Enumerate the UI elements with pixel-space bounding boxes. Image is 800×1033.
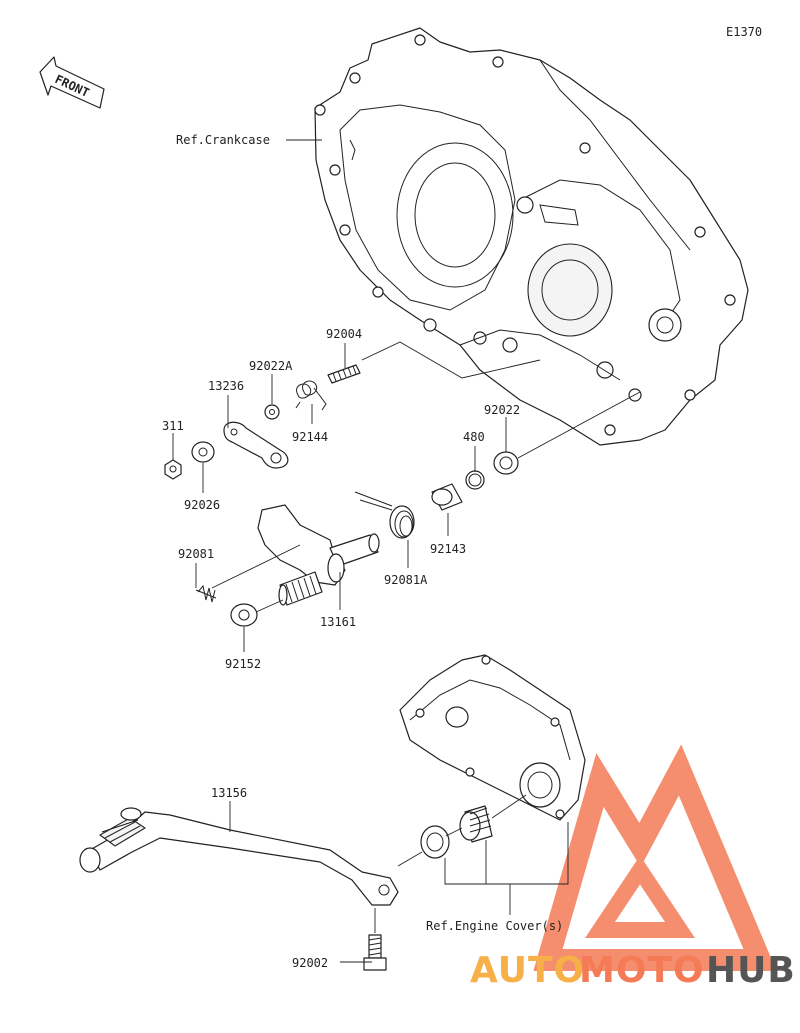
shift-pedal-13156 (79, 807, 399, 906)
lever-13236 (223, 421, 289, 469)
part-label-92081[interactable]: 92081 (178, 547, 214, 561)
bolt-92002 (363, 934, 387, 971)
part-label-92143[interactable]: 92143 (430, 542, 466, 556)
logo-word-auto: AUTO (470, 950, 585, 991)
part-label-13161[interactable]: 13161 (320, 615, 356, 629)
collar-92143 (431, 483, 463, 511)
part-label-92004[interactable]: 92004 (326, 327, 362, 341)
part-label-92144[interactable]: 92144 (292, 430, 328, 444)
part-label-92081A[interactable]: 92081A (384, 573, 428, 587)
circlip-480 (465, 470, 485, 490)
engine-cover-drawing (399, 654, 586, 821)
part-label-92022[interactable]: 92022 (484, 403, 520, 417)
logo-word-moto: MOTO (579, 950, 705, 991)
ref-engine-cover-label: Ref.Engine Cover(s) (426, 919, 563, 933)
part-label-92026[interactable]: 92026 (184, 498, 220, 512)
washer-92022A (264, 404, 280, 420)
washer-92026 (191, 441, 215, 463)
part-label-480[interactable]: 480 (463, 430, 485, 444)
automotohub-logo (533, 744, 777, 971)
oil-seal (420, 825, 450, 859)
part-label-92002[interactable]: 92002 (292, 956, 328, 970)
washer-92022 (493, 451, 519, 475)
spring-92081 (195, 584, 217, 603)
nut-311 (164, 459, 182, 480)
diagram-code: E1370 (726, 25, 762, 39)
leader-lines (172, 139, 641, 963)
part-label-92022A[interactable]: 92022A (249, 359, 293, 373)
shift-shaft-13161 (257, 504, 380, 606)
pin-92004 (327, 364, 361, 384)
crankcase-drawing (314, 27, 749, 446)
washer-92152 (230, 603, 258, 627)
part-label-13236[interactable]: 13236 (208, 379, 244, 393)
part-label-13156[interactable]: 13156 (211, 786, 247, 800)
spring-92081A (354, 491, 415, 539)
needle-bearing (459, 805, 493, 843)
part-label-311[interactable]: 311 (162, 419, 184, 433)
part-label-92152[interactable]: 92152 (225, 657, 261, 671)
front-arrow: FRONT (39, 56, 105, 109)
spring-92144 (295, 380, 327, 411)
ref-crankcase-label: Ref.Crankcase (176, 133, 270, 147)
automotohub-wordmark: AUTO MOTO HUB (470, 950, 796, 991)
logo-word-hub: HUB (706, 950, 796, 991)
